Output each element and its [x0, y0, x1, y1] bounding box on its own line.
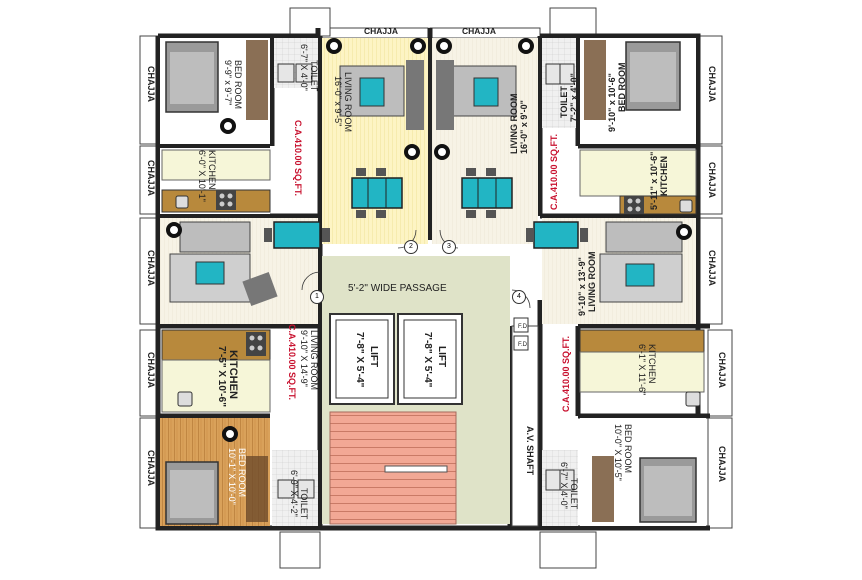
chajja-label-left-2: CHAJJA	[146, 160, 156, 197]
av-shaft-label: A.V. SHAFT	[525, 426, 535, 476]
bedroom-bl-label: BED ROOM	[237, 448, 247, 498]
door-number-4: 4	[512, 290, 526, 304]
fd-label-1: F.D.	[518, 324, 529, 330]
lift-2-size: 7'-8" X 5'-4"	[422, 332, 433, 388]
chajja-label-top-2: CHAJJA	[462, 26, 497, 36]
bedroom-br-size: 10'-0" X 10'-5"	[613, 424, 623, 481]
toilet-bl-label: TOILET	[299, 488, 309, 520]
ca-tr-label: C.A.410.00 SQ.FT.	[549, 133, 559, 210]
chajja-label-left-3: CHAJJA	[146, 250, 156, 287]
living-bl-label: LIVING ROOM	[309, 330, 319, 391]
chajja-label-right-3: CHAJJA	[707, 250, 717, 287]
kitchen-bl-size: 7'-5" X 10'-6"	[216, 346, 227, 407]
bedroom-tl-size: 9'-9" x 9'-7"	[223, 60, 233, 106]
chajja-label-left-5: CHAJJA	[146, 450, 156, 487]
bedroom-bl-size: 10'-1" X 10'-0"	[227, 448, 237, 505]
fd-label-2: F.D.	[518, 342, 529, 348]
ca-tl-label: C.A.410.00 SQ.FT.	[293, 120, 303, 197]
lift-2-label: LIFT	[436, 346, 447, 368]
chajja-outlines	[139, 7, 733, 569]
kitchen-tr-label: KITCHEN	[659, 156, 669, 196]
living-tr-label: LIVING ROOM	[509, 93, 519, 155]
kitchen-tl-size: 6'-0" X 10'-1"	[197, 150, 207, 202]
kitchen-tr-size: 5'-11" x 10'-6"	[649, 151, 659, 210]
bedroom-tl-label: BED ROOM	[233, 60, 243, 110]
living-tl-label: LIVING ROOM	[343, 72, 353, 133]
beds	[165, 40, 697, 525]
bedroom-br-label: BED ROOM	[623, 424, 633, 474]
living-furniture	[169, 60, 683, 307]
toilet-tr-label: TOILET	[559, 86, 569, 118]
living-bl-size: 9'-10" X 14'-9"	[299, 330, 309, 387]
door-number-3: 3	[442, 240, 456, 254]
toilet-br-size: 6'-7" X 4'-0"	[559, 462, 569, 509]
chajja-label-left-1: CHAJJA	[146, 66, 156, 103]
lift-1	[329, 313, 395, 405]
chajja-label-right-1: CHAJJA	[707, 66, 717, 103]
chajja-label-right-2: CHAJJA	[707, 162, 717, 199]
living-tl-size: 16'-0" x 9'-5"	[333, 76, 343, 127]
ca-br-label: C.A.410.00 SQ.FT.	[561, 335, 571, 412]
kitchen-tl-label: KITCHEN	[207, 150, 217, 190]
living-tr-2-size: 9'-10" x 13'-9"	[577, 257, 587, 316]
chajja-label-right-4: CHAJJA	[717, 352, 727, 389]
toilet-fixtures	[277, 63, 575, 499]
toilet-bl-size: 6'-9" X 4'-2"	[289, 470, 299, 517]
chajja-label-top-1: CHAJJA	[364, 26, 399, 36]
living-tr-2-label: LIVING ROOM	[587, 251, 597, 313]
lift-1-label: LIFT	[368, 346, 379, 368]
toilet-tr-size: 7'-2" x 4'-0"	[569, 73, 579, 122]
door-number-1: 1	[310, 290, 324, 304]
kitchen-bl-label: KITCHEN	[227, 350, 239, 399]
toilet-tl-size: 6'-7" X 4'-0"	[299, 44, 309, 91]
door-number-2: 2	[404, 240, 418, 254]
chajja-label-right-5: CHAJJA	[717, 446, 727, 483]
bedroom-tr-label: BED ROOM	[617, 62, 627, 113]
toilet-br-label: TOILET	[569, 478, 579, 510]
stoves	[216, 190, 644, 356]
av-shaft	[511, 325, 539, 527]
dining-tables	[264, 168, 588, 249]
living-tr-size: 16'-0" x 9'-0"	[519, 100, 529, 154]
kitchen-br-label: KITCHEN	[647, 344, 657, 384]
columns	[166, 38, 692, 442]
bedroom-tr-size: 9'-10" x 10'-6"	[607, 73, 617, 132]
ca-bl-label: C.A.410.00 SQ.FT.	[287, 324, 297, 401]
toilet-tl-label: TOILET	[309, 60, 319, 92]
passage-label: 5'-2" WIDE PASSAGE	[348, 283, 447, 294]
kitchen-br-size: 6'-1" X 11'-6"	[637, 344, 647, 396]
sinks	[175, 195, 701, 407]
lift-2	[397, 313, 463, 405]
chajja-label-left-4: CHAJJA	[146, 352, 156, 389]
lift-1-size: 7'-8" X 5'-4"	[354, 332, 365, 388]
